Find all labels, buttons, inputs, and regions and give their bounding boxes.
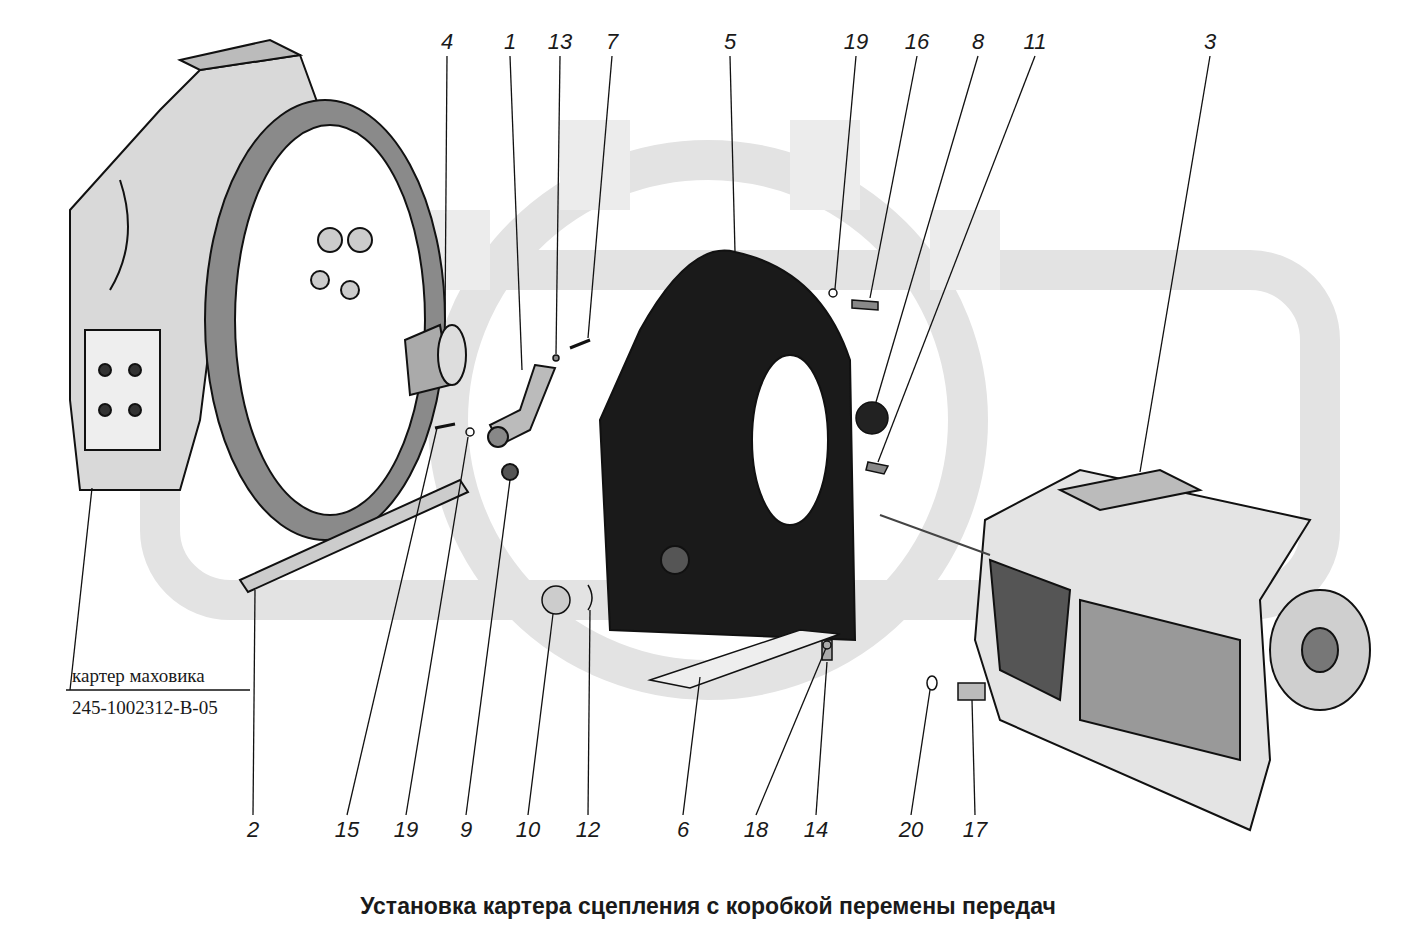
callout-number: 19 [844, 31, 868, 53]
figure-caption: Установка картера сцепления с коробкой п… [360, 895, 1056, 918]
callout-number: 5 [724, 31, 736, 53]
callout-number: 8 [972, 31, 984, 53]
fork-shaft [240, 480, 468, 592]
part-note: 245-1002312-В-05 [72, 698, 218, 717]
callout-number: 17 [963, 819, 987, 841]
callout-number: 9 [460, 819, 472, 841]
callout-number: 3 [1204, 31, 1216, 53]
leader-lines [66, 56, 1210, 815]
callout-number: 11 [1024, 31, 1047, 53]
callout-number: 18 [744, 819, 768, 841]
flywheel-housing [70, 40, 445, 540]
release-bearing [405, 325, 466, 395]
callout-number: 7 [606, 31, 618, 53]
clutch-housing-plate [600, 251, 855, 640]
cover-plate [650, 630, 840, 688]
callout-number: 16 [905, 31, 929, 53]
callout-number: 19 [394, 819, 418, 841]
callout-number: 12 [576, 819, 600, 841]
callout-number: 6 [677, 819, 689, 841]
callout-number: 14 [804, 819, 828, 841]
callout-number: 15 [335, 819, 359, 841]
release-fork [488, 365, 555, 480]
callout-number: 4 [441, 31, 453, 53]
callout-number: 1 [504, 31, 516, 53]
callout-number: 10 [516, 819, 540, 841]
part-note: картер маховика [72, 666, 205, 685]
gearbox [880, 470, 1370, 830]
callout-number: 13 [548, 31, 572, 53]
callout-number: 2 [247, 819, 259, 841]
callout-number: 20 [899, 819, 923, 841]
